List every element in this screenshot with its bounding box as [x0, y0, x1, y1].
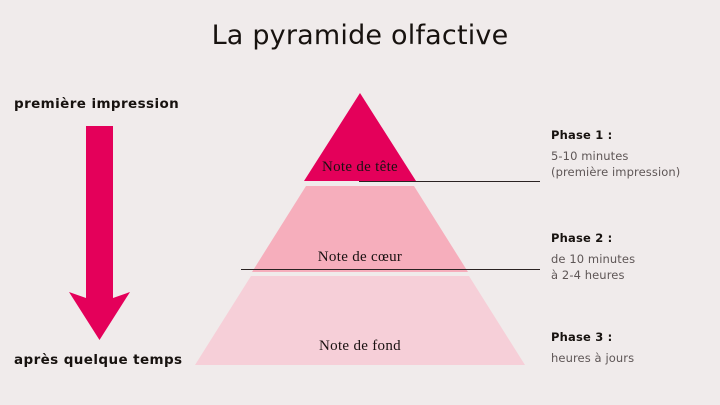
divider-phase-2	[241, 269, 540, 270]
phase-block-2: Phase 2 : de 10 minutes à 2-4 heures	[551, 231, 719, 283]
pyramid-band-top	[304, 93, 416, 181]
timeline-end-label: après quelque temps	[14, 352, 183, 368]
divider-phase-1	[359, 181, 540, 182]
phase-block-3: Phase 3 : heures à jours	[551, 330, 719, 366]
olfactive-pyramid-shape	[195, 93, 525, 365]
phase-block-1: Phase 1 : 5-10 minutes (première impress…	[551, 128, 719, 180]
phase-1-title: Phase 1 :	[551, 128, 613, 142]
band-label-base-note: Note de fond	[319, 338, 401, 354]
page-title: La pyramide olfactive	[211, 20, 509, 51]
phase-3-duration: heures à jours	[551, 351, 635, 365]
pyramid-band-heart	[252, 186, 468, 272]
phase-2-duration: de 10 minutes	[551, 252, 636, 266]
phase-3-title: Phase 3 :	[551, 330, 613, 344]
band-label-top-note: Note de tête	[321, 159, 399, 175]
pyramid-band-base	[195, 276, 525, 365]
phase-1-note: (première impression)	[551, 165, 681, 179]
phase-1-duration: 5-10 minutes	[551, 149, 629, 163]
phase-2-title: Phase 2 :	[551, 231, 613, 245]
phase-2-note: à 2-4 heures	[551, 268, 625, 282]
downward-arrow-icon	[69, 126, 130, 340]
timeline-start-label: première impression	[14, 96, 180, 112]
band-label-heart-note: Note de cœur	[317, 249, 403, 265]
